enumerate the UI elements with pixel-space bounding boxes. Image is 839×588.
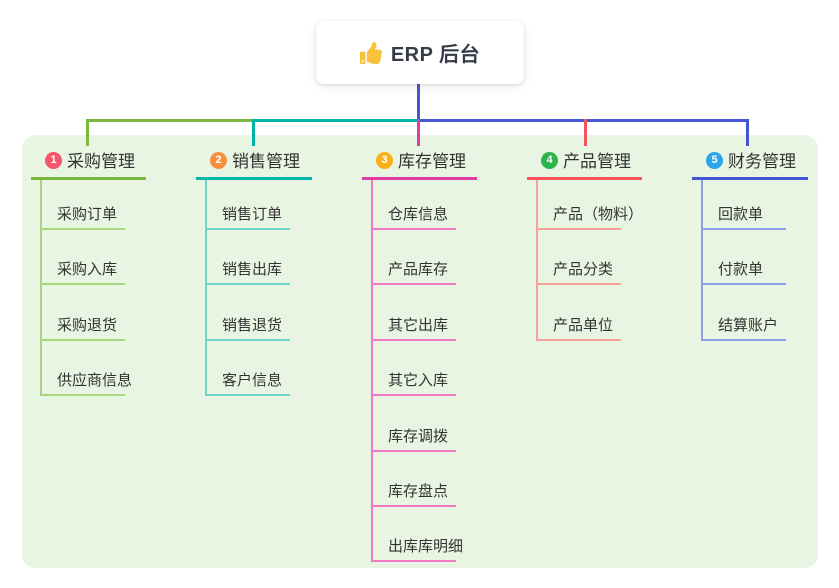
branch-title-2[interactable]: 销售管理: [232, 152, 300, 171]
item-underline: [371, 505, 456, 507]
item-label[interactable]: 供应商信息: [57, 372, 133, 389]
branch-drop-line-4: [584, 119, 587, 146]
item-underline: [536, 283, 621, 285]
item-underline: [371, 394, 456, 396]
item-underline: [371, 228, 456, 230]
item-label[interactable]: 库存盘点: [388, 483, 449, 500]
item-label[interactable]: 其它入库: [388, 372, 449, 389]
item-label[interactable]: 产品库存: [388, 261, 449, 278]
branch-spine-line: [205, 180, 207, 396]
item-underline: [371, 339, 456, 341]
branch-badge: 2: [210, 152, 227, 169]
item-underline: [205, 339, 290, 341]
branch-underline: [31, 177, 146, 180]
thumbs-up-icon: [359, 41, 382, 64]
branch-drop-line-2: [252, 119, 255, 146]
item-label[interactable]: 出库库明细: [388, 538, 464, 555]
item-underline: [371, 283, 456, 285]
item-underline: [205, 228, 290, 230]
item-underline: [371, 560, 456, 562]
branch-drop-line-3: [417, 119, 420, 146]
item-underline: [205, 394, 290, 396]
branch-underline: [362, 177, 477, 180]
item-underline: [40, 228, 125, 230]
branch-underline: [692, 177, 808, 180]
root-label: ERP 后台: [390, 44, 481, 66]
item-underline: [40, 339, 125, 341]
item-underline: [701, 228, 786, 230]
branch-drop-line-5: [746, 119, 749, 146]
branch-underline: [196, 177, 312, 180]
branch-badge: 4: [541, 152, 558, 169]
branch-spine-line: [536, 180, 538, 341]
item-underline: [371, 450, 456, 452]
root-connector-line: [417, 84, 420, 122]
branch-underline: [527, 177, 642, 180]
branch-spine-line: [40, 180, 42, 396]
item-label[interactable]: 产品分类: [553, 261, 614, 278]
branch-spine-line: [371, 180, 373, 562]
branch-title-4[interactable]: 产品管理: [563, 152, 631, 171]
item-label[interactable]: 销售订单: [222, 206, 283, 223]
item-label[interactable]: 销售退货: [222, 317, 283, 334]
branch-badge: 1: [45, 152, 62, 169]
item-label[interactable]: 产品单位: [553, 317, 614, 334]
panel-background: [22, 135, 818, 568]
item-underline: [40, 394, 125, 396]
item-label[interactable]: 仓库信息: [388, 206, 449, 223]
item-label[interactable]: 客户信息: [222, 372, 283, 389]
item-label[interactable]: 采购订单: [57, 206, 118, 223]
item-underline: [701, 339, 786, 341]
item-underline: [40, 283, 125, 285]
item-label[interactable]: 其它出库: [388, 317, 449, 334]
branch-badge: 5: [706, 152, 723, 169]
item-underline: [536, 339, 621, 341]
item-label[interactable]: 采购入库: [57, 261, 118, 278]
branch-spine-line: [701, 180, 703, 341]
item-label[interactable]: 结算账户: [718, 317, 779, 334]
branch-title-5[interactable]: 财务管理: [728, 152, 796, 171]
root-node[interactable]: ERP 后台: [316, 21, 524, 84]
item-label[interactable]: 回款单: [718, 206, 764, 223]
branch-drop-line-1: [86, 119, 89, 146]
item-underline: [205, 283, 290, 285]
item-label[interactable]: 产品（物料）: [553, 206, 644, 223]
item-label[interactable]: 库存调拨: [388, 428, 449, 445]
item-label[interactable]: 付款单: [718, 261, 764, 278]
item-label[interactable]: 销售出库: [222, 261, 283, 278]
item-underline: [536, 228, 621, 230]
branch-connector-line-1: [86, 119, 255, 122]
branch-title-3[interactable]: 库存管理: [398, 152, 466, 171]
branch-badge: 3: [376, 152, 393, 169]
branch-connector-line-2: [252, 119, 419, 122]
item-label[interactable]: 采购退货: [57, 317, 118, 334]
item-underline: [701, 283, 786, 285]
branch-title-1[interactable]: 采购管理: [67, 152, 135, 171]
